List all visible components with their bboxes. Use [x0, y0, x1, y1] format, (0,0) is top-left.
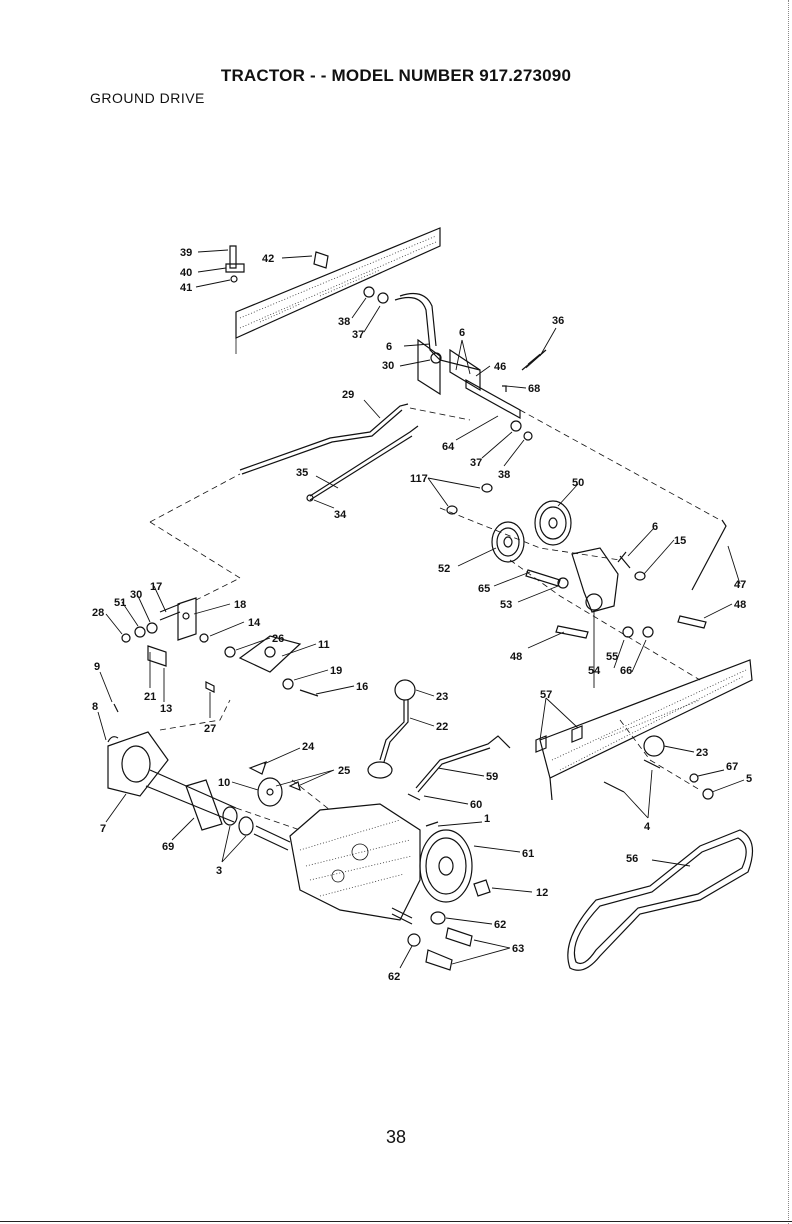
callout-9: 9: [94, 661, 100, 673]
idler-pulleys: [447, 484, 571, 562]
callout-50: 50: [572, 477, 584, 489]
callout-4: 4: [644, 821, 651, 833]
callout-14: 14: [248, 617, 261, 629]
callout-63: 63: [512, 943, 524, 955]
callout-26: 26: [272, 633, 284, 645]
callout-13: 13: [160, 703, 172, 715]
callout-38: 38: [338, 316, 350, 328]
callout-11: 11: [318, 639, 330, 651]
callout-47: 47: [734, 579, 746, 591]
callout-23: 23: [696, 747, 708, 759]
idler-bracket: [526, 520, 726, 638]
callout-67: 67: [726, 761, 738, 773]
callout-69: 69: [162, 841, 174, 853]
left-bracket-parts: [108, 598, 318, 742]
callout-51: 51: [114, 597, 126, 609]
callout-55: 55: [606, 651, 618, 663]
callout-61: 61: [522, 848, 534, 860]
callout-40: 40: [180, 267, 192, 279]
callout-6: 6: [459, 327, 465, 339]
callout-38: 38: [498, 469, 510, 481]
callout-37: 37: [352, 329, 364, 341]
spacer-42: [314, 252, 328, 268]
callout-7: 7: [100, 823, 106, 835]
callout-59: 59: [486, 771, 498, 783]
callout-46: 46: [494, 361, 506, 373]
callout-117: 117: [410, 473, 428, 485]
callout-27: 27: [204, 723, 216, 735]
callout-56: 56: [626, 853, 638, 865]
rods: [240, 404, 418, 501]
part-number-labels: 39 40 41 42 38 37 6 30 6 36 46 68 29 64 …: [92, 247, 752, 983]
callout-64: 64: [442, 441, 455, 453]
callout-22: 22: [436, 721, 448, 733]
callout-18: 18: [234, 599, 246, 611]
callout-3: 3: [216, 865, 222, 877]
callout-54: 54: [588, 665, 601, 677]
frame-rail-left: [236, 228, 440, 354]
callout-68: 68: [528, 383, 540, 395]
callout-57: 57: [540, 689, 552, 701]
axle-parts: [108, 732, 300, 850]
callout-37: 37: [470, 457, 482, 469]
callout-6: 6: [652, 521, 658, 533]
page-number: 38: [0, 1127, 792, 1148]
callout-62: 62: [494, 919, 506, 931]
callout-21: 21: [144, 691, 156, 703]
callout-48: 48: [510, 651, 522, 663]
callout-52: 52: [438, 563, 450, 575]
callout-12: 12: [536, 887, 548, 899]
callout-16: 16: [356, 681, 368, 693]
callout-30: 30: [130, 589, 142, 601]
callout-17: 17: [150, 581, 162, 593]
callout-6: 6: [386, 341, 392, 353]
callout-66: 66: [620, 665, 632, 677]
callout-8: 8: [92, 701, 98, 713]
callout-25: 25: [338, 765, 350, 777]
callout-29: 29: [342, 389, 354, 401]
drive-belt: [568, 830, 753, 970]
shift-lever: [368, 680, 415, 778]
page-edge: [788, 0, 789, 1224]
callout-60: 60: [470, 799, 482, 811]
transaxle-housing: [290, 804, 420, 924]
callout-10: 10: [218, 777, 230, 789]
callout-41: 41: [180, 282, 192, 294]
callout-1: 1: [484, 813, 490, 825]
callout-62: 62: [388, 971, 400, 983]
callout-23: 23: [436, 691, 448, 703]
callout-30: 30: [382, 360, 394, 372]
callout-42: 42: [262, 253, 274, 265]
callout-36: 36: [552, 315, 564, 327]
leader-lines: [98, 250, 744, 968]
callout-48: 48: [734, 599, 746, 611]
callout-39: 39: [180, 247, 192, 259]
callout-65: 65: [478, 583, 490, 595]
callout-15: 15: [674, 535, 686, 547]
page-bottom-edge: [0, 1221, 792, 1222]
callout-24: 24: [302, 741, 315, 753]
callout-34: 34: [334, 509, 347, 521]
callout-5: 5: [746, 773, 752, 785]
frame-rail-right: [536, 660, 752, 800]
callout-35: 35: [296, 467, 308, 479]
bolt-39-40-41: [226, 246, 244, 282]
callout-28: 28: [92, 607, 104, 619]
callout-53: 53: [500, 599, 512, 611]
callout-19: 19: [330, 665, 342, 677]
